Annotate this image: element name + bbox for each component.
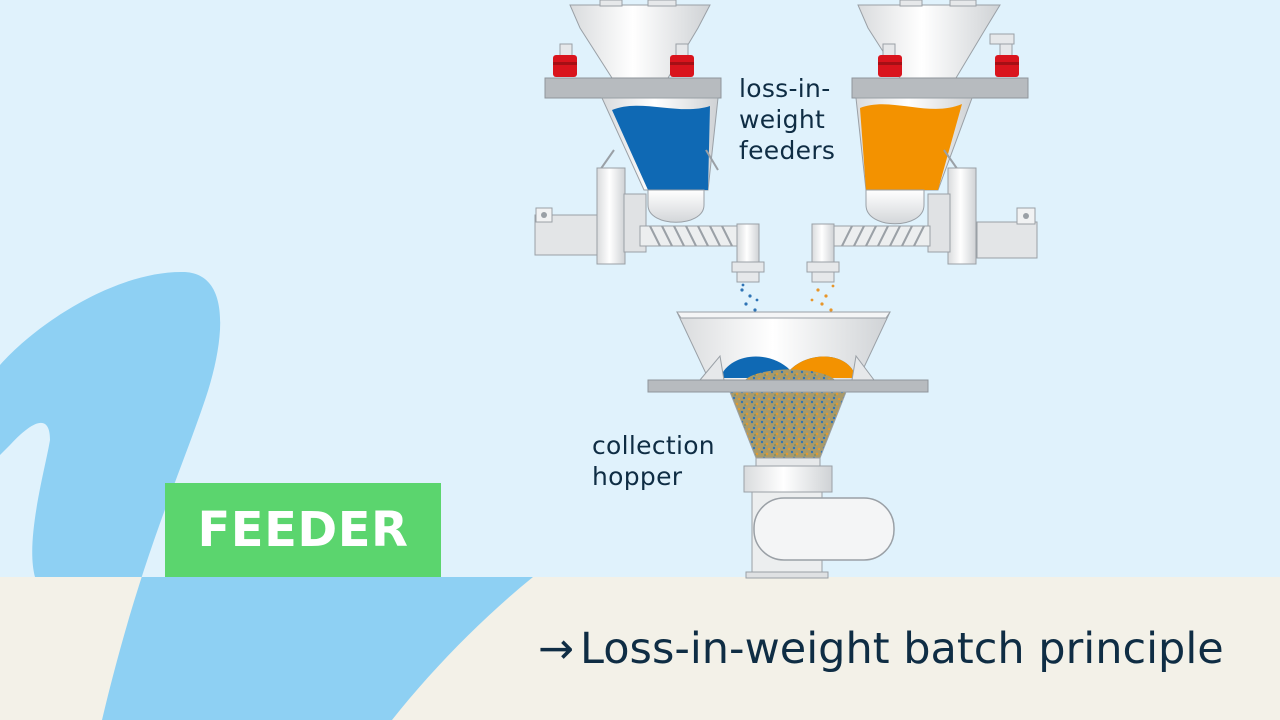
caption-text: Loss-in-weight batch principle — [580, 624, 1224, 674]
label-collection-hopper: collection hopper — [592, 431, 715, 491]
valve-right-1 — [878, 43, 902, 77]
feeder-badge: FEEDER — [165, 483, 441, 577]
feeder-right — [806, 0, 1038, 283]
feeder-badge-text: FEEDER — [197, 502, 409, 558]
valve-left-1 — [553, 43, 577, 77]
valve-left-2 — [670, 43, 694, 77]
valve-right-2 — [995, 43, 1019, 77]
platform-left — [544, 77, 722, 99]
material-blue — [612, 105, 710, 190]
slide-caption: →Loss-in-weight batch principle — [538, 622, 1224, 676]
arrow-right-icon: → — [538, 624, 575, 674]
decor-swoosh — [0, 271, 533, 720]
label-loss-in-weight-feeders: loss-in- weight feeders — [739, 74, 836, 165]
hopper-discharge-unit — [753, 497, 895, 561]
material-orange — [860, 104, 962, 190]
hopper-platform — [647, 379, 929, 393]
mixed-material — [729, 391, 847, 459]
platform-right — [851, 77, 1029, 99]
collection-hopper — [647, 311, 929, 579]
feeder-left — [534, 0, 765, 283]
